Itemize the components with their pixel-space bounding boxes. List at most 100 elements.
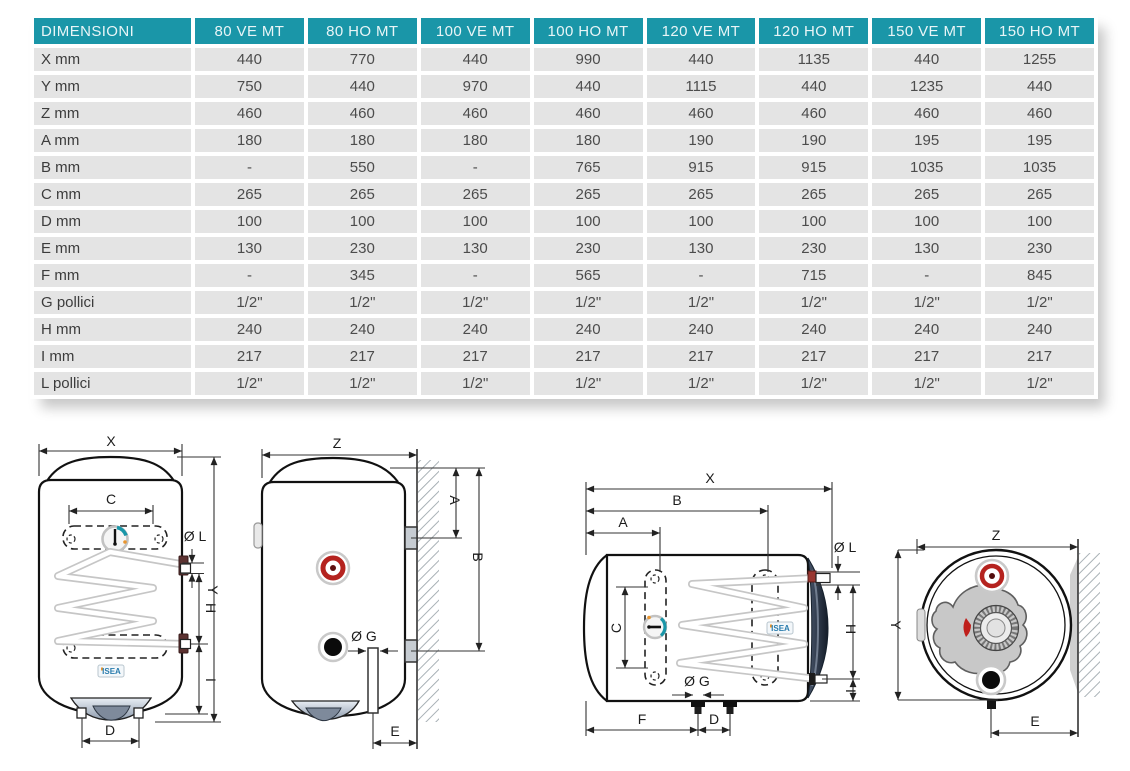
dim-label-e: E xyxy=(390,723,399,739)
heating-coil-inner xyxy=(55,549,189,647)
dim-i: I xyxy=(810,679,860,702)
row-label: I mm xyxy=(34,345,191,368)
drain-cover xyxy=(305,707,342,722)
dimension-value-cell: 1/2" xyxy=(533,372,643,395)
dimension-value-cell: 240 xyxy=(307,318,417,341)
wall-hatch xyxy=(1079,553,1100,697)
dim-x: X xyxy=(585,470,833,568)
dimension-value-cell: 550 xyxy=(307,156,417,179)
dim-label-y: Y xyxy=(205,585,221,595)
row-label: D mm xyxy=(34,210,191,233)
drain-pipe xyxy=(367,647,379,714)
dimension-value-cell: 180 xyxy=(420,129,530,152)
dimension-value-cell: 100 xyxy=(985,210,1094,233)
dim-b: B xyxy=(586,492,769,572)
column-header: 80 VE MT xyxy=(195,18,304,44)
dim-label-x: X xyxy=(705,470,715,486)
dimension-value-cell: 440 xyxy=(646,48,756,71)
row-label: F mm xyxy=(34,264,191,287)
dim-label-l: Ø L xyxy=(834,539,857,555)
dimension-value-cell: 460 xyxy=(533,102,643,125)
diagram-horizontal-end: Z Y E xyxy=(888,527,1100,738)
dimension-value-cell: 100 xyxy=(420,210,530,233)
knob-red-marker xyxy=(963,618,971,637)
column-header: 150 HO MT xyxy=(985,18,1094,44)
dim-label-c: C xyxy=(608,623,624,633)
dim-e: E xyxy=(990,709,1078,738)
column-header: 80 HO MT xyxy=(307,18,417,44)
dimension-value-cell: 240 xyxy=(759,318,869,341)
dim-label-d: D xyxy=(709,711,719,727)
dimension-value-cell: 1/2" xyxy=(872,291,982,314)
red-port xyxy=(974,558,1010,594)
dimension-value-cell: 440 xyxy=(872,48,982,71)
dimension-value-cell: 1/2" xyxy=(307,291,417,314)
dim-label-f: F xyxy=(638,711,647,727)
dimension-value-cell: 1/2" xyxy=(195,291,304,314)
dimension-value-cell: 440 xyxy=(307,75,417,98)
bottom-flange-dashed xyxy=(62,634,168,659)
dimension-value-cell: 240 xyxy=(420,318,530,341)
thermostat-knob xyxy=(972,604,1020,652)
isea-logo-text: ISEA xyxy=(102,667,121,676)
dimension-value-cell: 100 xyxy=(195,210,304,233)
dim-label-y: Y xyxy=(888,620,904,630)
dimension-value-cell: 230 xyxy=(985,237,1094,260)
dimension-value-cell: 217 xyxy=(759,345,869,368)
dimension-value-cell: 1235 xyxy=(872,75,982,98)
dimension-value-cell: 440 xyxy=(420,48,530,71)
side-tab xyxy=(253,522,263,549)
dim-label-g: Ø G xyxy=(684,673,710,689)
dimension-value-cell: 265 xyxy=(985,183,1094,206)
dimension-value-cell: 440 xyxy=(985,75,1094,98)
drain-cover xyxy=(92,705,131,721)
dimension-value-cell: 195 xyxy=(872,129,982,152)
column-header: 100 HO MT xyxy=(533,18,643,44)
row-label: B mm xyxy=(34,156,191,179)
dimension-value-cell: 1135 xyxy=(759,48,869,71)
dim-label-a: A xyxy=(618,514,628,530)
dim-z: Z xyxy=(916,527,1078,554)
dim-label-l: Ø L xyxy=(184,528,207,544)
dimension-value-cell: 100 xyxy=(307,210,417,233)
column-header: 150 VE MT xyxy=(872,18,982,44)
row-label: E mm xyxy=(34,237,191,260)
dim-label-c: C xyxy=(106,491,116,507)
dimension-value-cell: 265 xyxy=(307,183,417,206)
dim-label-x: X xyxy=(106,433,116,449)
dimension-value-cell: 100 xyxy=(533,210,643,233)
column-header: 120 HO MT xyxy=(759,18,869,44)
dimension-value-cell: 460 xyxy=(759,102,869,125)
dim-y: Y xyxy=(888,549,998,701)
dim-label-b: B xyxy=(470,552,486,561)
dimension-value-cell: 1/2" xyxy=(759,372,869,395)
dimension-value-cell: 1/2" xyxy=(307,372,417,395)
dimension-value-cell: 460 xyxy=(646,102,756,125)
dimension-value-cell: 1/2" xyxy=(872,372,982,395)
flange-hole xyxy=(154,534,164,544)
dim-y: Y xyxy=(155,456,221,723)
dimension-value-cell: 565 xyxy=(533,264,643,287)
wall xyxy=(416,449,439,749)
dim-label-b: B xyxy=(672,492,681,508)
dim-d: D xyxy=(698,711,731,736)
dimension-value-cell: 130 xyxy=(195,237,304,260)
bracket-shadow xyxy=(1070,557,1078,693)
row-label: X mm xyxy=(34,48,191,71)
row-label: G pollici xyxy=(34,291,191,314)
dimension-value-cell: 230 xyxy=(533,237,643,260)
dim-d: D xyxy=(81,718,140,748)
dimension-value-cell: 230 xyxy=(307,237,417,260)
dimension-value-cell: 1/2" xyxy=(420,372,530,395)
dim-z: Z xyxy=(261,435,417,478)
row-label: A mm xyxy=(34,129,191,152)
dimension-value-cell: 440 xyxy=(759,75,869,98)
dimension-value-cell: 460 xyxy=(872,102,982,125)
